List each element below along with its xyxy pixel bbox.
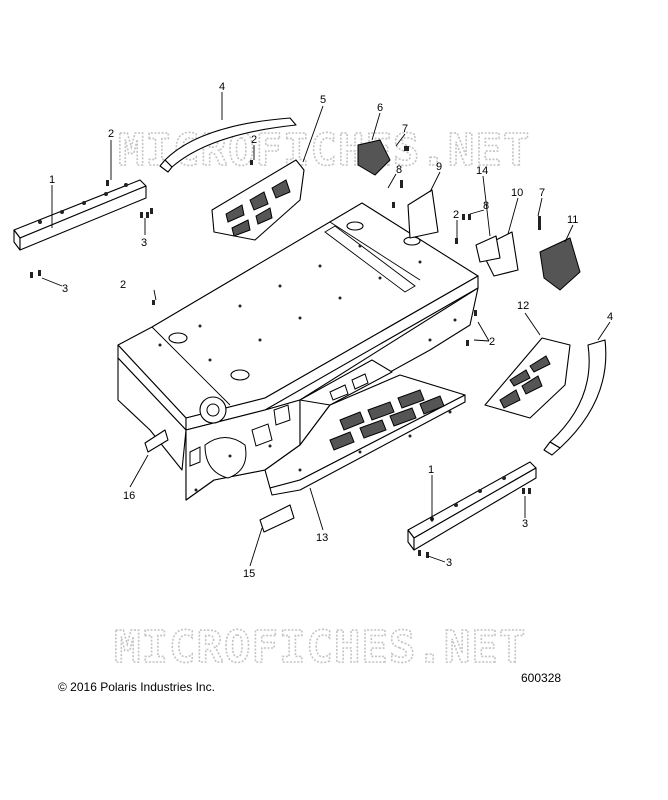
bracket-11: [539, 237, 581, 291]
bracket-plate: [407, 189, 439, 239]
callout-3-b: 3: [62, 283, 68, 295]
callout-11: 11: [567, 214, 578, 226]
callout-4-right: 4: [607, 311, 613, 323]
callout-10: 10: [511, 187, 523, 199]
footrest-lower: [484, 337, 571, 419]
watermark-bottom: MICROFICHES.NET: [114, 622, 526, 673]
callout-8-b: 8: [483, 200, 489, 212]
grab-bar-lower: [543, 339, 607, 456]
bracket-16: [144, 429, 169, 453]
callout-14: 14: [476, 165, 488, 177]
callout-3-c: 3: [522, 518, 528, 530]
callouts: 1 2 3 3 4 5 2 6 7 8 9 2 8 14 10 7 11 2 2…: [49, 81, 613, 580]
callout-2-e: 2: [489, 336, 495, 348]
callout-2-a: 2: [108, 128, 114, 140]
callout-3-a: 3: [141, 237, 147, 249]
footrest-upper: [211, 159, 305, 241]
callout-2-c: 2: [453, 209, 459, 221]
callout-5: 5: [320, 94, 326, 106]
grab-bar-upper: [159, 117, 297, 173]
fasteners: [30, 146, 541, 558]
bracket-15: [259, 504, 295, 533]
figure-number: 600328: [521, 671, 562, 685]
callout-7-a: 7: [402, 123, 408, 135]
callout-3-d: 3: [446, 557, 452, 569]
steering-bracket: [357, 139, 391, 176]
callout-15: 15: [243, 568, 255, 580]
running-board-rail-right: [407, 461, 537, 551]
bracket-14: [475, 235, 501, 263]
callout-12: 12: [517, 300, 529, 312]
callout-1-left: 1: [49, 174, 55, 186]
callout-9: 9: [436, 161, 442, 173]
callout-2-b: 2: [251, 134, 257, 146]
callout-2-d: 2: [120, 279, 126, 291]
callout-1-right: 1: [428, 464, 434, 476]
callout-16: 16: [123, 490, 135, 502]
callout-6: 6: [377, 102, 383, 114]
callout-7-b: 7: [539, 187, 545, 199]
callout-8-a: 8: [396, 164, 402, 176]
callout-13: 13: [316, 532, 328, 544]
callout-4-top: 4: [219, 81, 225, 93]
running-board-rail-left: [13, 179, 147, 251]
chassis-tunnel: [117, 202, 479, 501]
copyright-notice: © 2016 Polaris Industries Inc.: [58, 680, 215, 694]
leader-lines: [41, 92, 611, 567]
